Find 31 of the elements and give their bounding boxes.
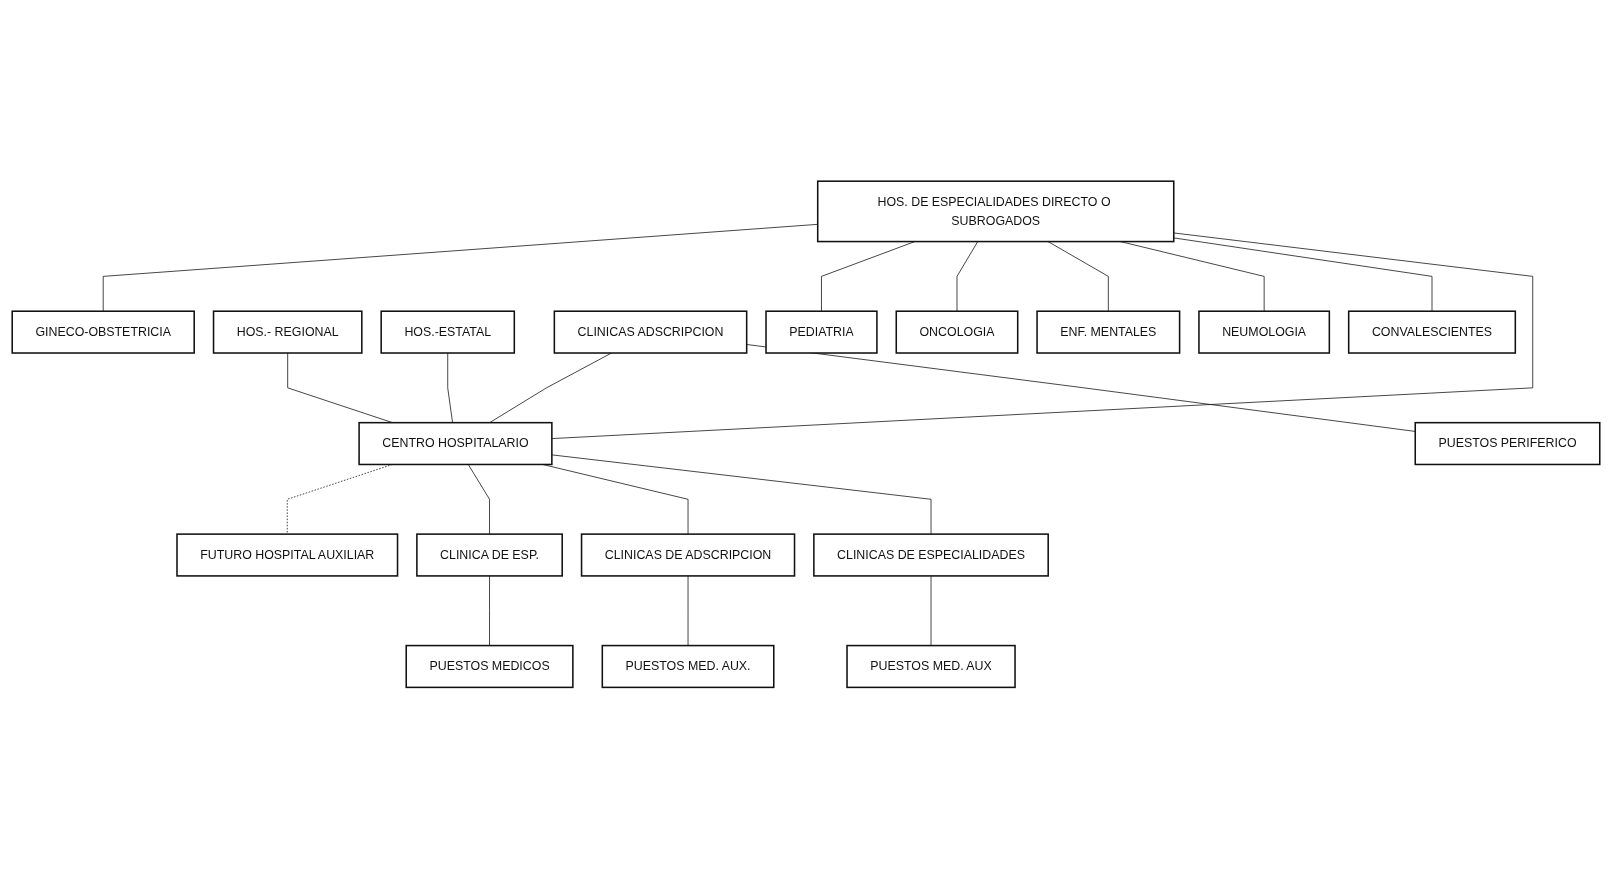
node-box: CENTRO HOSPITALARIO xyxy=(358,422,553,466)
node-box: HOS. DE ESPECIALIDADES DIRECTO O SUBROGADOS xyxy=(816,180,1175,243)
node-box: HOS.- REGIONAL xyxy=(212,310,363,354)
node-box: CLINICA DE ESP. xyxy=(416,533,563,577)
node-box: FUTURO HOSPITAL AUXILIAR xyxy=(176,533,399,577)
node-box: PUESTOS MEDICOS xyxy=(405,645,574,689)
node-box: PEDIATRIA xyxy=(765,310,878,354)
connector xyxy=(956,241,979,312)
connector xyxy=(489,352,612,424)
node-box: NEUMOLOGIA xyxy=(1198,310,1331,354)
node-box: CLINICAS DE ADSCRIPCION xyxy=(580,533,796,577)
node-box: PUESTOS PERIFERICO xyxy=(1414,422,1601,466)
node-box: CONVALESCIENTES xyxy=(1347,310,1517,354)
connector xyxy=(447,352,453,424)
node-box: CLINICAS DE ESPECIALIDADES xyxy=(813,533,1049,577)
connector xyxy=(489,575,490,647)
connector xyxy=(551,232,1534,440)
connector xyxy=(1047,241,1109,312)
node-box: PUESTOS MED. AUX xyxy=(846,645,1016,689)
connector xyxy=(1173,237,1433,312)
node-box: HOS.-ESTATAL xyxy=(380,310,516,354)
node-box: PUESTOS MED. AUX. xyxy=(601,645,775,689)
connector xyxy=(467,464,490,535)
connector xyxy=(687,575,689,647)
node-box: GINECO-OBSTETRICIA xyxy=(11,310,195,354)
connector xyxy=(930,575,932,647)
connector xyxy=(551,454,932,535)
node-box: ONCOLOGIA xyxy=(895,310,1019,354)
connector xyxy=(746,344,1416,433)
node-box: ENF. MENTALES xyxy=(1036,310,1181,354)
node-box: CLINICAS ADSCRIPCION xyxy=(553,310,748,354)
